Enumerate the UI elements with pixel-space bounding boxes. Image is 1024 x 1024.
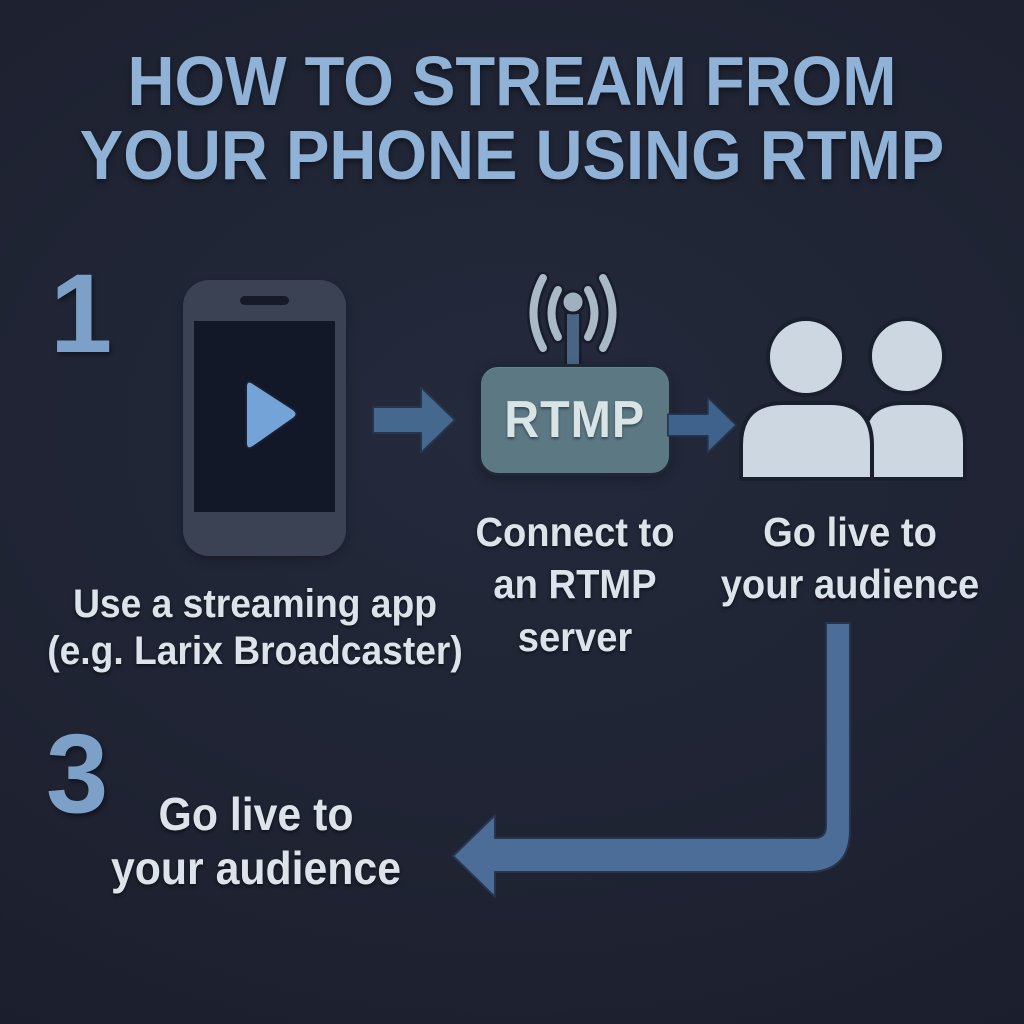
step-1-caption: Use a streaming app (e.g. Larix Broadcas… bbox=[47, 582, 463, 674]
step-3-caption: Go live to your audience bbox=[110, 788, 402, 894]
rtmp-caption: Connect to an RTMP server bbox=[475, 509, 675, 660]
page-title-text: HOW TO STREAM FROM YOUR PHONE USING RTMP bbox=[79, 42, 945, 195]
arrow-right-icon bbox=[372, 386, 456, 454]
arrow-right-icon bbox=[667, 396, 737, 454]
page-title: HOW TO STREAM FROM YOUR PHONE USING RTMP bbox=[0, 42, 1024, 195]
rtmp-server-box: RTMP bbox=[478, 364, 672, 476]
smartphone-icon bbox=[183, 280, 346, 556]
bent-arrow-left-icon bbox=[452, 622, 851, 898]
rtmp-server-label: RTMP bbox=[504, 391, 646, 449]
audience-people-icon bbox=[739, 317, 967, 481]
phone-speaker-icon bbox=[240, 296, 289, 305]
play-icon bbox=[245, 380, 298, 450]
audience-caption: Go live to your audience bbox=[720, 509, 980, 608]
broadcast-antenna-icon bbox=[527, 272, 619, 368]
step-1-number: 1 bbox=[50, 251, 113, 376]
phone-screen bbox=[194, 321, 335, 512]
step-3-number: 3 bbox=[46, 711, 109, 836]
